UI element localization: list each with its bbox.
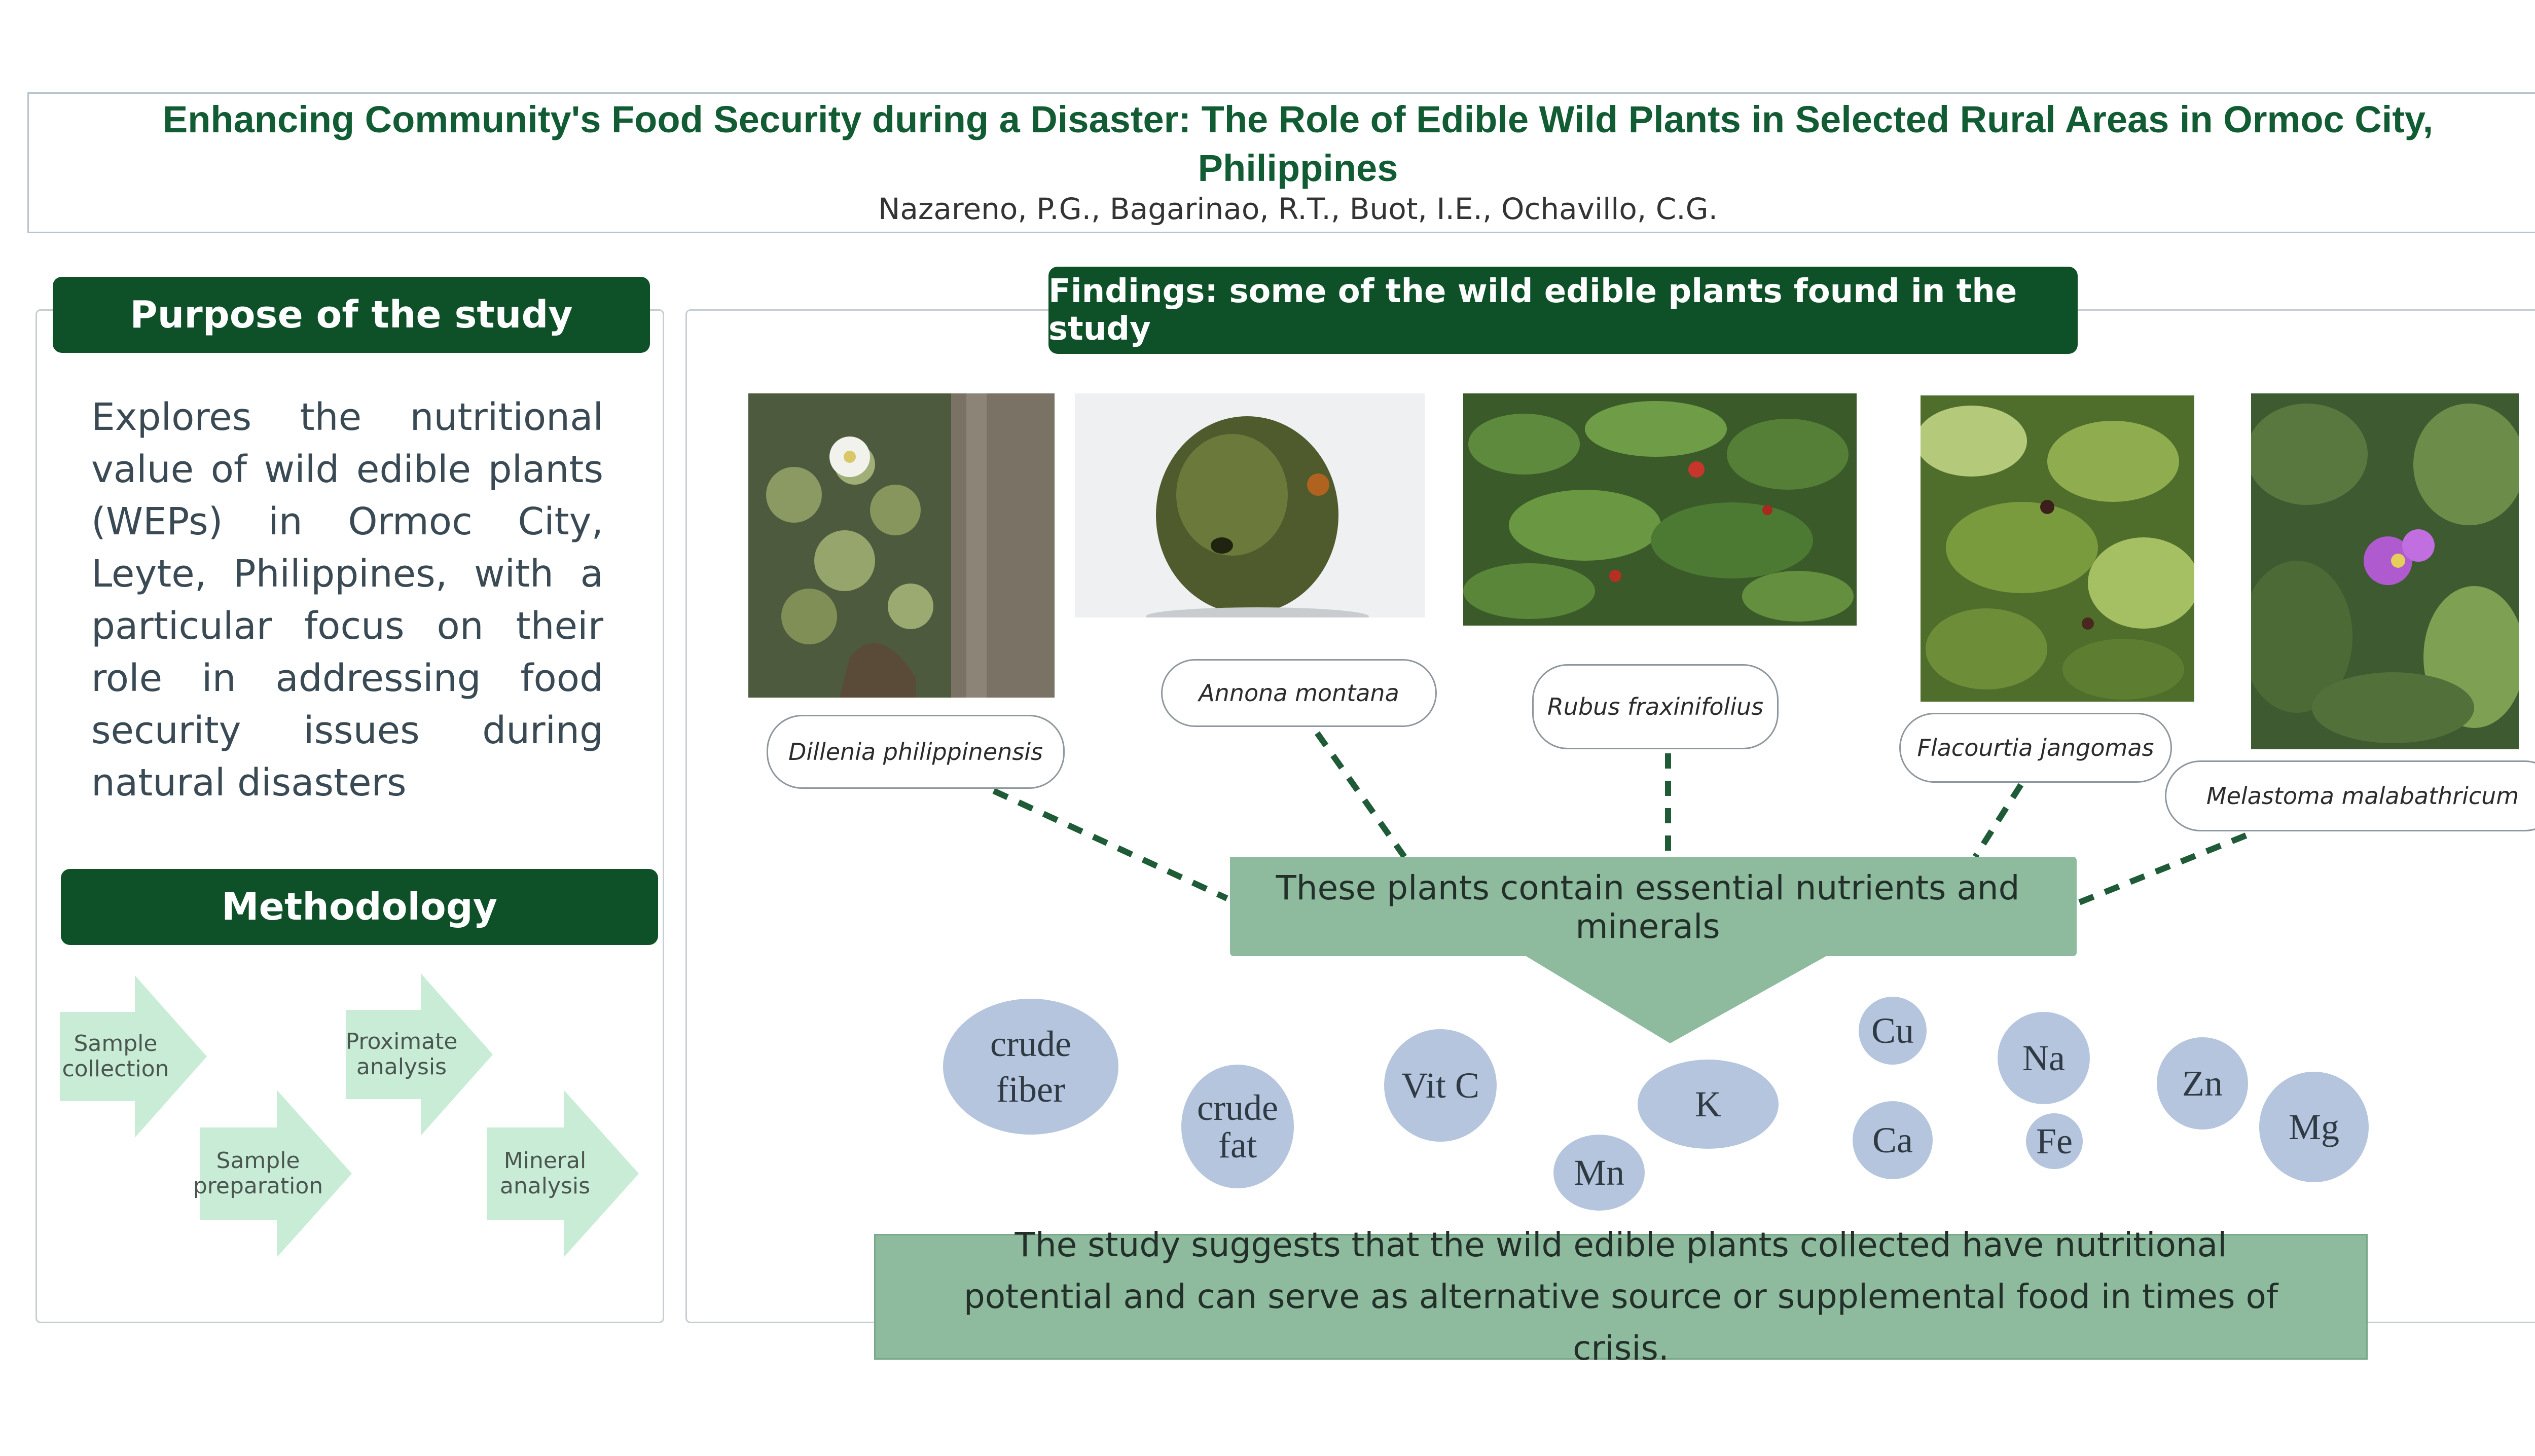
conclusion-text: The study suggests that the wild edible … (963, 1225, 2278, 1368)
title-box (27, 92, 2535, 233)
nutrient-vit-c: Vit C (1384, 1029, 1497, 1142)
arrow-icon (346, 973, 493, 1136)
plant-label-melastoma: Melastoma malabathricum (2165, 760, 2535, 831)
method-step-label: Proximate analysis (345, 1029, 458, 1080)
purpose-heading: Purpose of the study (53, 277, 650, 353)
nutrient-callout-shape (1230, 857, 2077, 1043)
nutrient-k: K (1638, 1060, 1779, 1149)
conclusion-box: The study suggests that the wild edible … (874, 1225, 2368, 1368)
authors: Nazareno, P.G., Bagarinao, R.T., Buot, I… (878, 192, 1718, 226)
nutrient-fe: Fe (2026, 1113, 2083, 1169)
photo-rubus (1463, 393, 1857, 626)
plant-label-annona: Annona montana (1161, 659, 1437, 727)
nutrient-na: Na (1998, 1012, 2090, 1104)
purpose-text: Explores the nutritional value of wild e… (91, 395, 603, 805)
method-step-mineral-analysis: Mineral analysis (487, 1090, 639, 1257)
nutrient-crude-fiber: crude fiber (943, 999, 1118, 1135)
method-step-sample-preparation: Sample preparation (193, 1090, 352, 1257)
photo-melastoma (2251, 393, 2519, 749)
nutrient-zn: Zn (2157, 1037, 2248, 1130)
photo-annona (1075, 393, 1425, 617)
plant-label-dillenia: Dillenia philippinensis (767, 715, 1065, 789)
plant-label-flacourtia: Flacourtia jangomas (1899, 713, 2172, 783)
method-step-label: Sample collection (62, 1031, 169, 1082)
plant-label-rubus: Rubus fraxinifolius (1532, 664, 1779, 749)
method-step-label: Mineral analysis (499, 1148, 591, 1199)
methodology-heading: Methodology (61, 869, 658, 945)
photo-dillenia (748, 393, 1055, 698)
arrow-icon (200, 1090, 352, 1257)
method-step-sample-collection: Sample collection (60, 975, 207, 1138)
nutrient-mg: Mg (2259, 1072, 2369, 1182)
nutrient-crude-fat: crude fat (1181, 1065, 1294, 1188)
arrow-icon (487, 1090, 639, 1257)
arrow-icon (60, 975, 207, 1138)
findings-heading: Findings: some of the wild edible plants… (1048, 267, 2078, 354)
method-step-proximate-analysis: Proximate analysis (346, 973, 493, 1136)
method-step-label: Sample preparation (193, 1148, 323, 1199)
nutrient-mn: Mn (1553, 1135, 1645, 1211)
nutrient-ca: Ca (1853, 1101, 1933, 1179)
nutrient-cu: Cu (1859, 997, 1927, 1065)
poster-title: Enhancing Community's Food Security duri… (162, 98, 2434, 189)
nutrient-summary: These plants contain essential nutrients… (1276, 868, 2020, 946)
photo-flacourtia (1921, 395, 2194, 702)
